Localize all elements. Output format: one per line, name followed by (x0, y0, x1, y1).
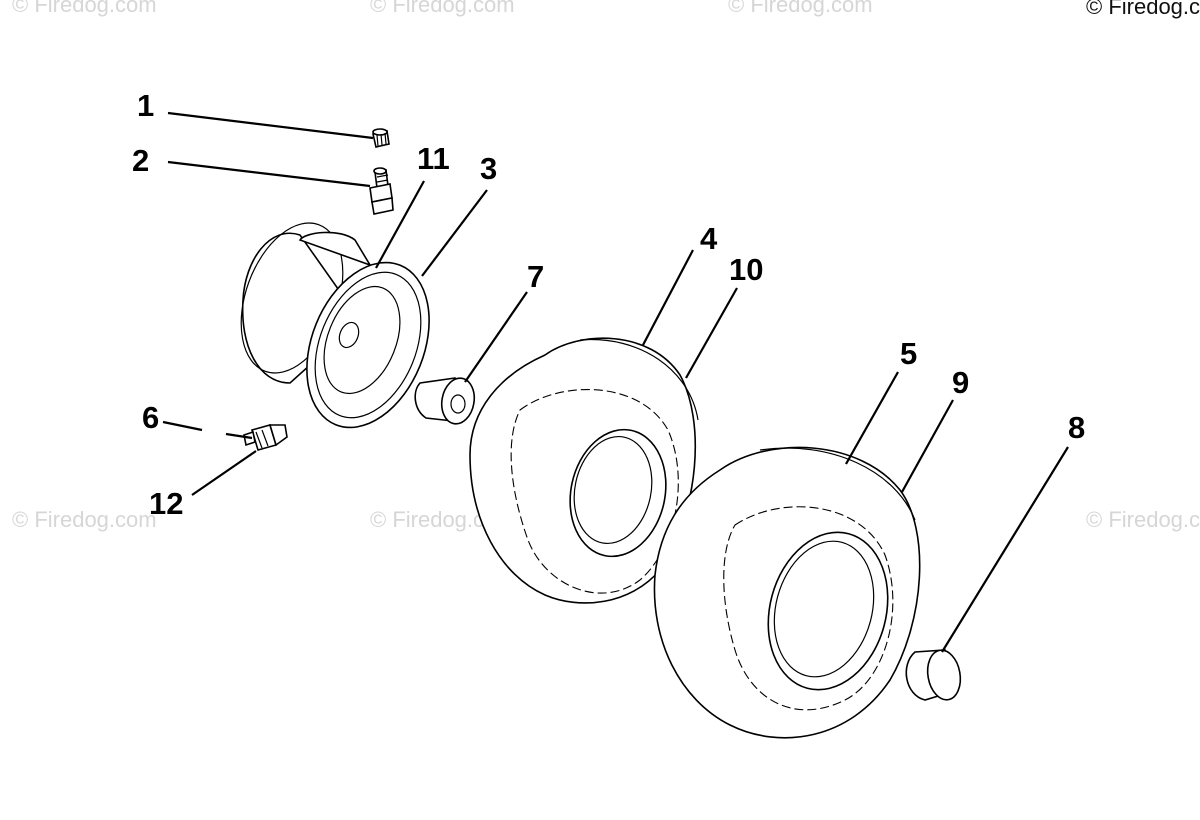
grease-fitting-icon (243, 424, 288, 451)
callout-labels: 1 2 11 3 4 10 7 6 12 5 9 8 (132, 88, 1085, 521)
watermark: © Firedog.com (12, 507, 157, 532)
leader-line-8 (941, 446, 1069, 653)
leader-line-7 (464, 291, 528, 383)
front-tire-tread-icon (510, 388, 679, 594)
valve-cap-icon (372, 128, 390, 148)
callout-11: 11 (417, 141, 450, 176)
watermark: © Firedog.com (12, 0, 157, 17)
leader-line-5 (845, 371, 899, 465)
valve-stem-icon (369, 167, 394, 215)
hub-cap-icon (905, 649, 962, 701)
watermark: © Firedog.com (728, 0, 873, 17)
callout-12: 12 (149, 486, 183, 521)
leader-line-12 (191, 450, 257, 496)
callout-8: 8 (1068, 410, 1085, 445)
leader-line-1 (167, 111, 374, 140)
callout-6: 6 (142, 400, 159, 435)
callout-5: 5 (900, 336, 917, 371)
leader-line-10 (685, 287, 738, 379)
callout-2: 2 (132, 143, 149, 178)
leader-lines (162, 111, 1069, 653)
rim-flange-icon (306, 261, 430, 429)
callout-3: 3 (480, 151, 497, 186)
copyright-notice: © Firedog.com (1086, 0, 1200, 19)
bushing-icon (414, 377, 476, 425)
leader-line-11 (375, 180, 425, 269)
wheel-rim-icon (240, 222, 430, 429)
leader-line-3 (421, 189, 488, 277)
callout-7: 7 (527, 259, 544, 294)
leader-line-9 (901, 399, 954, 493)
rear-tire-icon (653, 446, 921, 739)
callout-10: 10 (729, 252, 763, 287)
rear-tire-tread-icon (723, 506, 894, 711)
front-tire-icon (469, 337, 699, 604)
leader-line-4 (642, 249, 694, 346)
callout-4: 4 (700, 221, 718, 256)
callout-9: 9 (952, 365, 969, 400)
leader-line-6b (225, 432, 253, 440)
watermark: © Firedog.com (370, 0, 515, 17)
callout-1: 1 (137, 88, 154, 123)
leader-line-2 (167, 160, 371, 188)
leader-line-6a (162, 420, 203, 432)
watermark: © Firedog.com (1086, 507, 1200, 532)
